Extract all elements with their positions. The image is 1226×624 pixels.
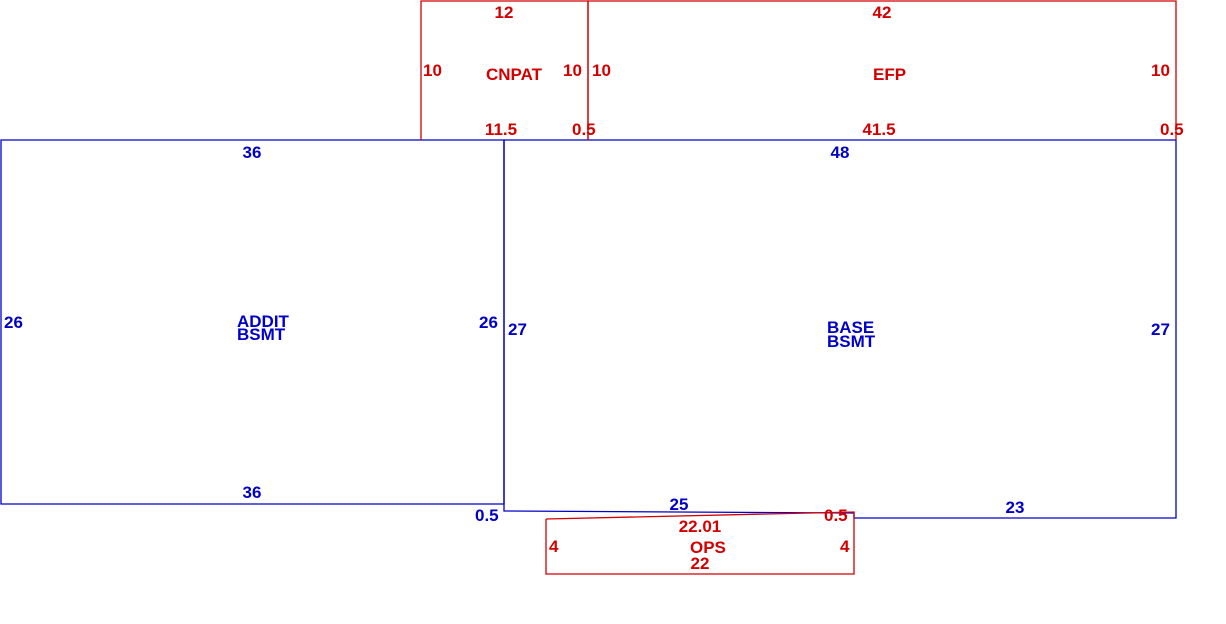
base-label-line1: BASE <box>827 318 874 337</box>
efp-bottom-jog-dimension: 0.5 <box>1160 120 1184 139</box>
addit-jog-dimension: 0.5 <box>475 506 499 525</box>
ops-bottom-dimension: 22 <box>691 554 710 573</box>
base-bsmt-area: BASE BSMT 48 27 27 25 23 <box>503 139 1177 519</box>
addit-top-dimension: 36 <box>243 143 262 162</box>
cnpat-area: CNPAT 12 10 10 11.5 0.5 <box>420 0 596 140</box>
addit-left-dimension: 26 <box>4 313 23 332</box>
efp-label: EFP <box>873 65 906 84</box>
addit-right-dimension: 26 <box>479 313 498 332</box>
ops-area: OPS 22.01 22 4 4 0.5 <box>545 506 855 575</box>
ops-top-dimension: 22.01 <box>679 517 722 536</box>
ops-left-dimension: 4 <box>549 537 559 556</box>
base-jog-dimension: 0.5 <box>824 506 848 525</box>
base-bottom-right-dimension: 23 <box>1006 498 1025 517</box>
cnpat-left-dimension: 10 <box>423 61 442 80</box>
efp-top-dimension: 42 <box>873 3 892 22</box>
efp-bottom-dimension: 41.5 <box>862 120 895 139</box>
addit-label-line1: ADDIT <box>237 312 290 331</box>
efp-left-dimension: 10 <box>592 61 611 80</box>
ops-outline <box>545 511 855 575</box>
base-label-line2: BSMT <box>827 332 876 351</box>
base-top-dimension: 48 <box>831 143 850 162</box>
base-left-dimension: 27 <box>508 320 527 339</box>
cnpat-right-dimension: 10 <box>563 61 582 80</box>
cnpat-top-dimension: 12 <box>495 3 514 22</box>
base-bottom-left-dimension: 25 <box>670 495 689 514</box>
addit-label-line2: BSMT <box>237 325 286 344</box>
addit-bottom-dimension: 36 <box>243 483 262 502</box>
efp-area: EFP 42 10 10 41.5 0.5 <box>587 0 1184 140</box>
efp-right-dimension: 10 <box>1151 61 1170 80</box>
ops-label: OPS <box>690 538 726 557</box>
cnpat-bottom-jog-dimension: 0.5 <box>572 120 596 139</box>
base-right-dimension: 27 <box>1151 320 1170 339</box>
efp-outline <box>587 0 1177 140</box>
ops-right-dimension: 4 <box>840 537 850 556</box>
cnpat-bottom-dimension: 11.5 <box>485 120 517 139</box>
addit-bsmt-area: ADDIT BSMT 36 36 26 26 0.5 <box>0 139 505 525</box>
cnpat-label: CNPAT <box>486 65 543 84</box>
